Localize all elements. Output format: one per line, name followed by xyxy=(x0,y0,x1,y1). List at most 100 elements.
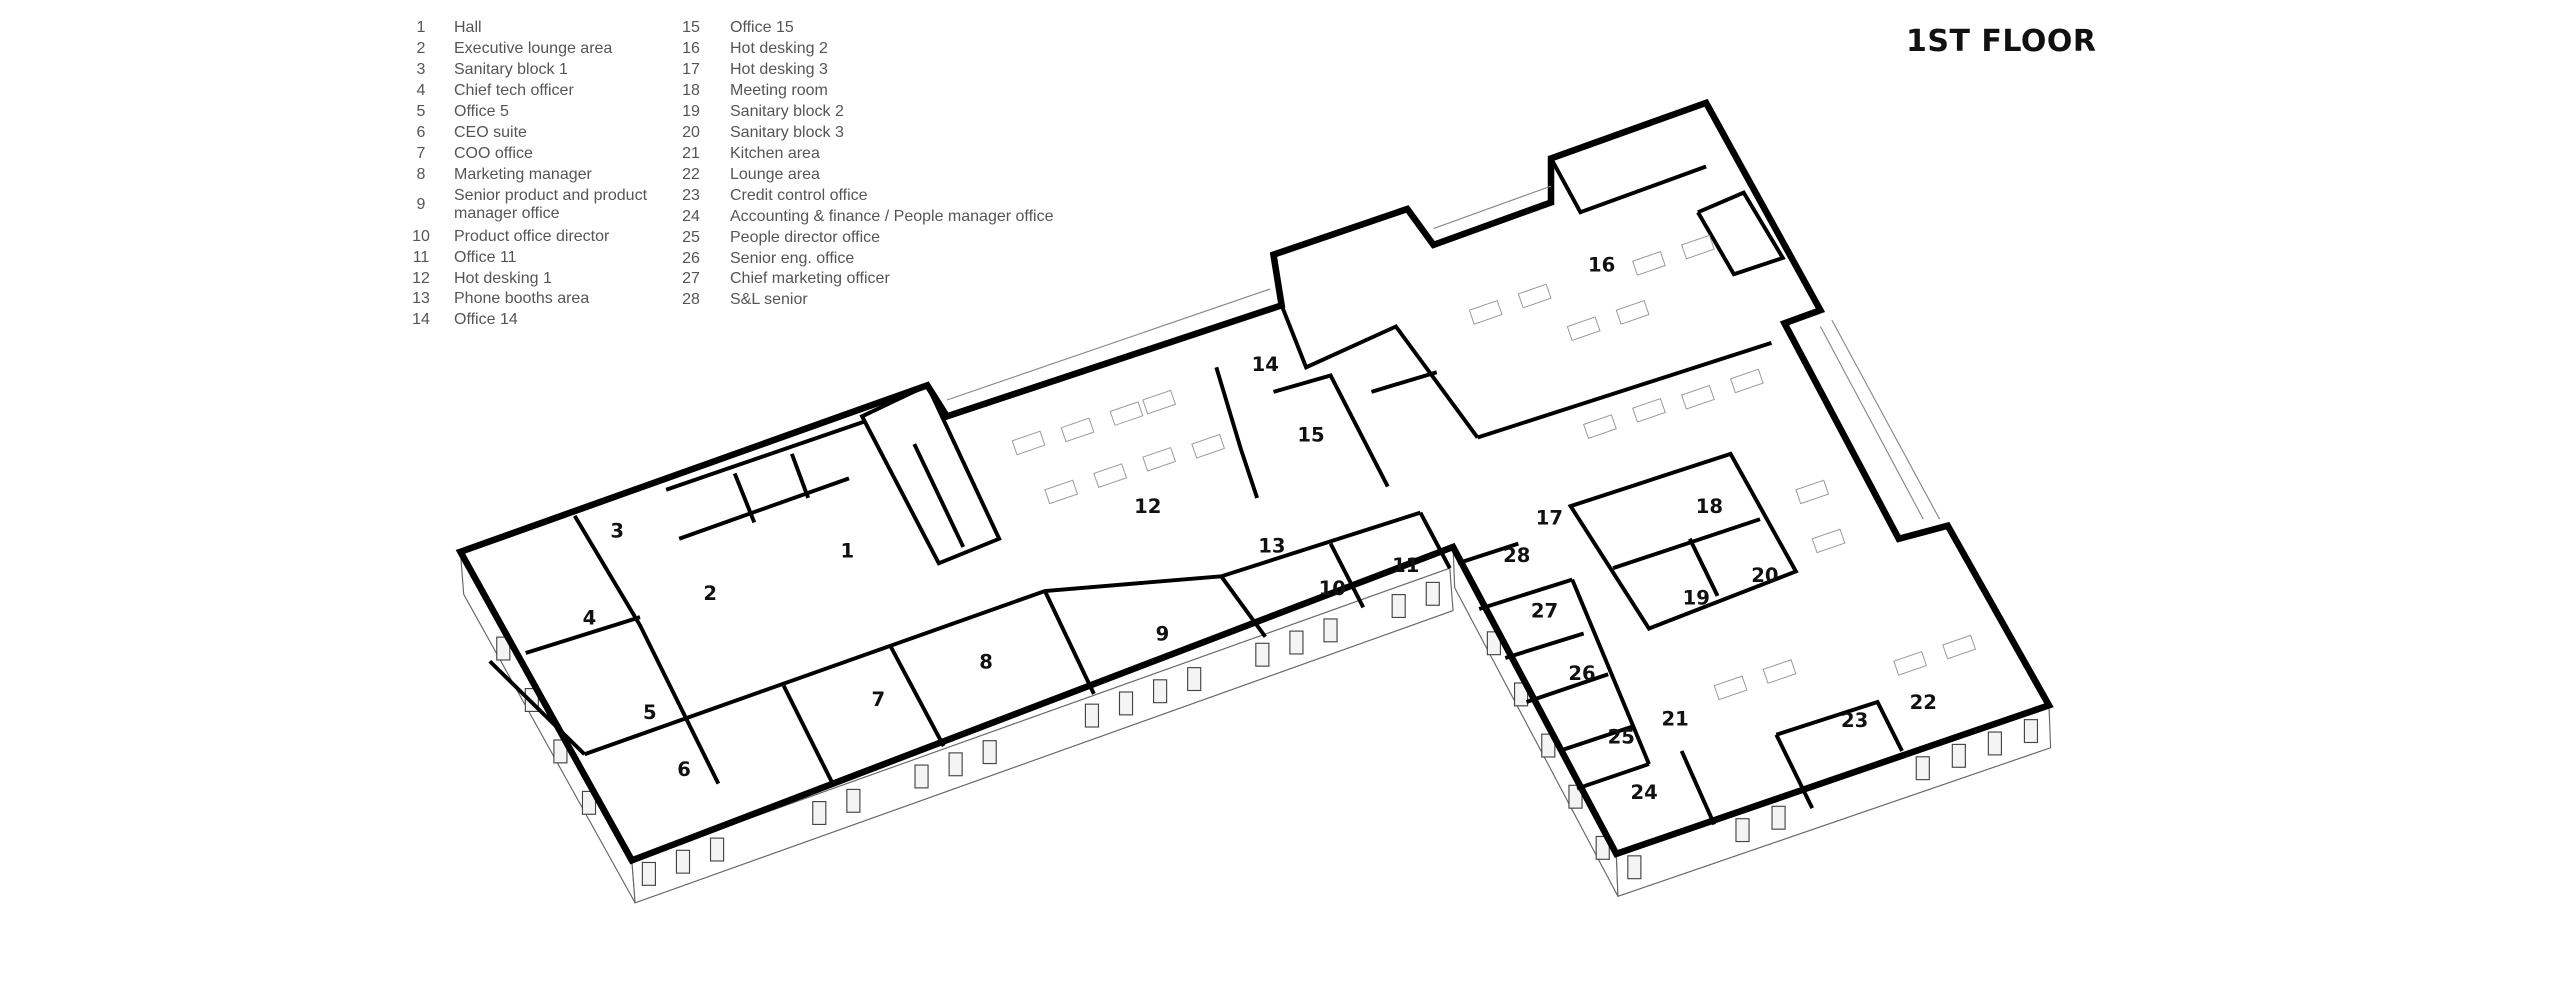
legend-label: COO office xyxy=(454,145,533,162)
legend-number: 23 xyxy=(682,187,700,204)
legend-number: 15 xyxy=(682,19,700,36)
legend-number: 28 xyxy=(682,291,700,308)
legend-number: 25 xyxy=(682,229,700,246)
legend-number: 20 xyxy=(682,124,700,141)
window xyxy=(1153,679,1168,704)
legend-label: Hot desking 2 xyxy=(730,40,828,57)
legend-number: 8 xyxy=(416,166,426,183)
legend-label: People director office xyxy=(730,229,881,246)
desk xyxy=(1093,463,1128,488)
legend-label: Senior product and product xyxy=(454,187,648,204)
window xyxy=(1187,667,1202,692)
window xyxy=(846,788,861,813)
windows xyxy=(496,581,2039,886)
window xyxy=(1289,630,1304,655)
legend-label: Phone booths area xyxy=(454,290,590,307)
legend-number: 27 xyxy=(682,270,700,287)
window xyxy=(1391,594,1406,619)
legend-number: 14 xyxy=(412,311,430,328)
room-label: 3 xyxy=(610,520,624,543)
desk xyxy=(1583,414,1617,439)
legend-label: Office 14 xyxy=(454,311,518,328)
terrace-rails xyxy=(946,185,1941,520)
legend-label: Hot desking 1 xyxy=(454,270,552,287)
room-label: 25 xyxy=(1608,725,1635,748)
room-label: 18 xyxy=(1696,495,1723,518)
legend-label: Hot desking 3 xyxy=(730,61,828,78)
legend-number: 4 xyxy=(416,82,426,99)
legend-number: 19 xyxy=(682,103,700,120)
legend-number: 6 xyxy=(416,124,426,141)
desk xyxy=(1795,479,1830,505)
legend-number: 3 xyxy=(416,61,426,78)
legend-number: 7 xyxy=(416,145,426,162)
legend-number: 12 xyxy=(412,270,430,287)
legend-number: 5 xyxy=(416,103,426,120)
legend-number: 24 xyxy=(682,208,700,225)
window xyxy=(1627,855,1642,880)
desk xyxy=(1142,446,1177,472)
legend-label: Chief tech officer xyxy=(454,82,574,99)
legend-number: 11 xyxy=(412,249,430,266)
room-label: 8 xyxy=(979,650,993,673)
room-label: 16 xyxy=(1588,254,1615,277)
room-label: 21 xyxy=(1661,707,1688,730)
window xyxy=(1951,743,1966,768)
desk xyxy=(1811,528,1846,554)
room-label: 14 xyxy=(1252,353,1279,376)
window xyxy=(1425,581,1440,606)
desk xyxy=(1681,234,1715,260)
room-label: 23 xyxy=(1841,709,1868,732)
legend-label: Executive lounge area xyxy=(454,40,613,57)
legend-label: S&L senior xyxy=(730,291,808,308)
desk xyxy=(1060,417,1095,443)
window xyxy=(1255,642,1270,667)
desk xyxy=(1191,433,1226,459)
legend-label: Office 15 xyxy=(730,19,794,36)
desk xyxy=(1632,397,1666,423)
legend-label: Chief marketing officer xyxy=(730,270,890,287)
desk xyxy=(1729,368,1764,394)
legend-label: Office 5 xyxy=(454,103,509,120)
room-label: 22 xyxy=(1910,691,1937,714)
desk xyxy=(1566,316,1601,342)
window xyxy=(1735,818,1750,843)
legend-label-line2: manager office xyxy=(454,205,560,222)
legend-number: 9 xyxy=(416,196,426,213)
window xyxy=(709,837,725,862)
room-label: 9 xyxy=(1156,623,1170,646)
room-label: 27 xyxy=(1531,600,1558,623)
legend-label: Sanitary block 1 xyxy=(454,61,568,78)
legend-number: 16 xyxy=(682,40,700,57)
floor-slab xyxy=(455,98,2054,865)
window xyxy=(982,740,997,765)
window xyxy=(1568,784,1583,809)
room-label: 10 xyxy=(1319,577,1346,600)
window xyxy=(1595,835,1610,860)
desk xyxy=(1044,479,1079,505)
legend-label: Sanitary block 3 xyxy=(730,124,844,141)
legend-number: 22 xyxy=(682,166,700,183)
window xyxy=(1915,756,1930,781)
room-label: 17 xyxy=(1536,507,1563,530)
legend-label: CEO suite xyxy=(454,124,527,141)
window xyxy=(914,764,929,789)
legend-label: Sanitary block 2 xyxy=(730,103,844,120)
window xyxy=(1513,682,1529,707)
legend-label: Hall xyxy=(454,19,482,36)
desk xyxy=(1681,384,1715,410)
desk xyxy=(1517,283,1552,309)
desk xyxy=(1109,401,1144,426)
window xyxy=(2023,719,2039,744)
window xyxy=(1541,733,1556,758)
desk xyxy=(1468,300,1503,325)
legend-label: Marketing manager xyxy=(454,166,592,183)
facade-left-wing-front xyxy=(631,567,1454,904)
room-label: 2 xyxy=(703,582,717,605)
desk xyxy=(1713,675,1748,701)
window xyxy=(581,790,597,815)
room-label: 11 xyxy=(1392,554,1419,577)
window xyxy=(1323,618,1338,643)
desk xyxy=(1762,659,1797,684)
